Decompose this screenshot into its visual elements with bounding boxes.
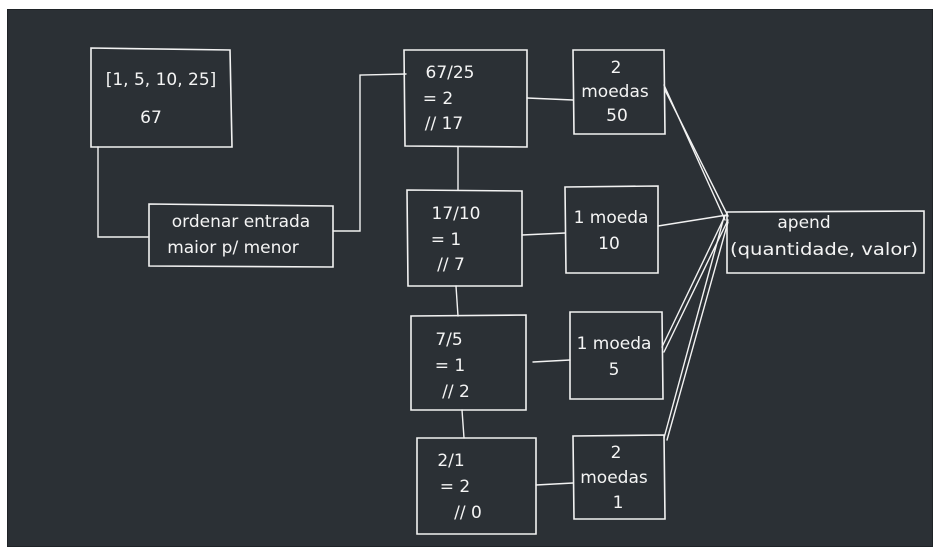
connector-div5-res5 <box>532 359 571 363</box>
node-res5: 1 moeda 5 <box>569 311 664 400</box>
node-input-line-1: [1, 5, 10, 25] <box>106 70 217 90</box>
node-div25-line-1: 67/25 <box>426 63 475 83</box>
connector-div10-res10 <box>521 232 566 236</box>
node-sort-line-1: ordenar entrada <box>172 212 310 232</box>
node-res1: 2 moedas 1 <box>572 434 666 520</box>
node-input: [1, 5, 10, 25] 67 <box>90 47 233 148</box>
connector-res1-append-2 <box>666 221 729 441</box>
node-div5-line-2: = 1 <box>435 356 465 376</box>
node-res10: 1 moeda 10 <box>564 185 659 274</box>
node-sort-line-2: maior p/ menor <box>167 238 299 258</box>
connector-res5-append <box>661 215 726 348</box>
node-div1: 2/1 = 2 // 0 <box>416 437 537 535</box>
node-res25: 2 moedas 50 <box>572 49 666 135</box>
connectors <box>97 73 729 486</box>
connector-div10-div5 <box>455 285 459 317</box>
node-div10-line-3: // 7 <box>437 255 465 275</box>
connector-sort-div25 <box>332 73 407 232</box>
node-sort: ordenar entrada maior p/ menor <box>148 203 334 268</box>
node-res1-line-2: moedas <box>580 468 648 488</box>
flow-diagram: [1, 5, 10, 25] 67 ordenar entrada maior … <box>90 47 925 535</box>
node-append: apend (quantidade, valor) <box>726 210 925 274</box>
connector-res10-append <box>657 214 728 227</box>
connector-div1-res1 <box>535 482 574 486</box>
node-div25-line-3: // 17 <box>425 114 464 134</box>
node-append-line-1: apend <box>777 213 830 233</box>
node-res10-line-1: 1 moeda <box>574 208 649 228</box>
node-div5-line-1: 7/5 <box>435 330 462 350</box>
node-res10-line-2: 10 <box>598 234 620 254</box>
node-div5: 7/5 = 1 // 2 <box>410 314 527 411</box>
node-append-line-2: (quantidade, valor) <box>730 240 918 260</box>
connector-div25-res25 <box>526 97 574 101</box>
node-div1-line-1: 2/1 <box>437 451 464 471</box>
node-res5-line-2: 5 <box>609 360 620 380</box>
node-div1-line-2: = 2 <box>440 477 470 497</box>
node-div10: 17/10 = 1 // 7 <box>406 189 523 287</box>
whiteboard-canvas: [1, 5, 10, 25] 67 ordenar entrada maior … <box>7 9 933 547</box>
node-div5-line-3: // 2 <box>442 382 470 402</box>
node-res1-line-3: 1 <box>613 493 624 513</box>
node-res25-line-2: moedas <box>581 82 649 102</box>
connector-input-sort <box>97 146 149 238</box>
node-div25-line-2: = 2 <box>423 89 453 109</box>
node-div10-line-1: 17/10 <box>432 204 481 224</box>
connector-res1-append <box>663 216 725 439</box>
node-res1-line-1: 2 <box>611 443 622 463</box>
node-div25: 67/25 = 2 // 17 <box>403 49 528 148</box>
node-res5-line-1: 1 moeda <box>577 334 652 354</box>
node-div10-line-2: = 1 <box>431 230 461 250</box>
node-input-line-2: 67 <box>140 108 162 128</box>
node-res25-line-3: 50 <box>606 106 628 126</box>
connector-div5-div1 <box>461 409 465 439</box>
connector-res25-append-2 <box>664 89 729 217</box>
node-div1-line-3: // 0 <box>454 503 482 523</box>
node-res25-line-1: 2 <box>611 58 622 78</box>
